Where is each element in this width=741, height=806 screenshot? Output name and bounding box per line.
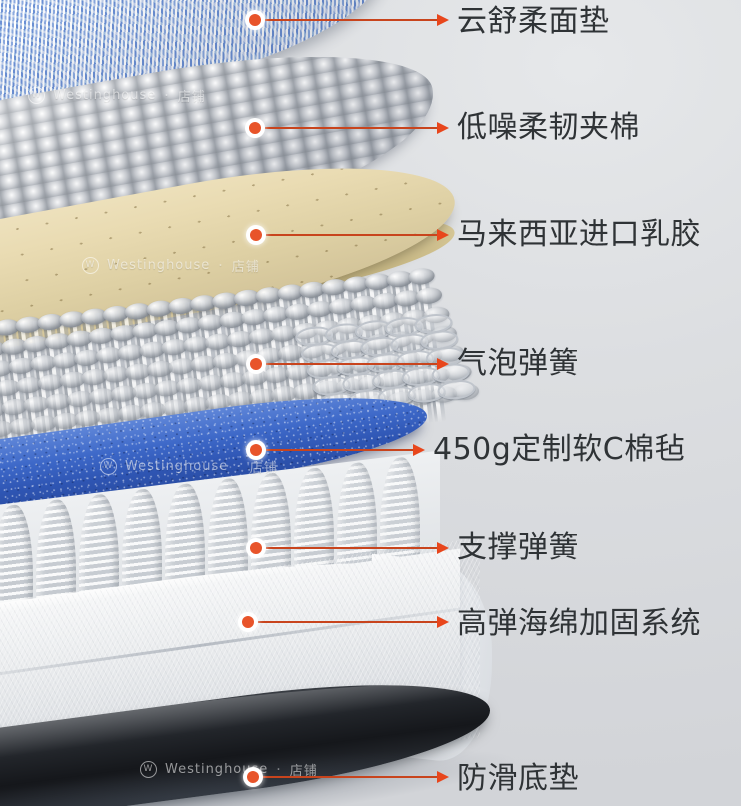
- callout-dot-icon[interactable]: [246, 225, 266, 245]
- arrowhead-icon: [437, 358, 449, 370]
- arrowhead-icon: [413, 444, 425, 456]
- leader-line: [253, 776, 437, 778]
- callout-dot-icon[interactable]: [246, 538, 266, 558]
- callout-dot-icon[interactable]: [238, 612, 258, 632]
- callout-dot-icon[interactable]: [245, 118, 265, 138]
- callout-label: 低噪柔韧夹棉: [457, 110, 640, 145]
- arrowhead-icon: [437, 616, 449, 628]
- callout-dot-icon[interactable]: [246, 440, 266, 460]
- leader-line: [255, 127, 437, 129]
- callout-label: 云舒柔面垫: [457, 4, 610, 39]
- callout-dot-icon[interactable]: [245, 10, 265, 30]
- micro-coil: [415, 286, 443, 306]
- callout-label: 支撑弹簧: [457, 530, 579, 565]
- callout-label: 气泡弹簧: [457, 346, 579, 381]
- arrowhead-icon: [437, 122, 449, 134]
- callout-label: 防滑底垫: [457, 761, 579, 796]
- callout-label: 高弹海绵加固系统: [457, 606, 701, 641]
- leader-line: [256, 234, 437, 236]
- arrowhead-icon: [437, 542, 449, 554]
- arrowhead-icon: [437, 14, 449, 26]
- callout-dot-icon[interactable]: [246, 354, 266, 374]
- leader-line: [256, 449, 413, 451]
- callout-dot-icon[interactable]: [243, 767, 263, 787]
- micro-coil: [407, 266, 436, 287]
- leader-line: [248, 621, 437, 623]
- leader-line: [256, 547, 437, 549]
- leader-line: [255, 19, 437, 21]
- callout-label: 450g定制软C棉毡: [433, 432, 686, 467]
- callout-label: 马来西亚进口乳胶: [457, 217, 701, 252]
- arrowhead-icon: [437, 771, 449, 783]
- arrowhead-icon: [437, 229, 449, 241]
- leader-line: [256, 363, 437, 365]
